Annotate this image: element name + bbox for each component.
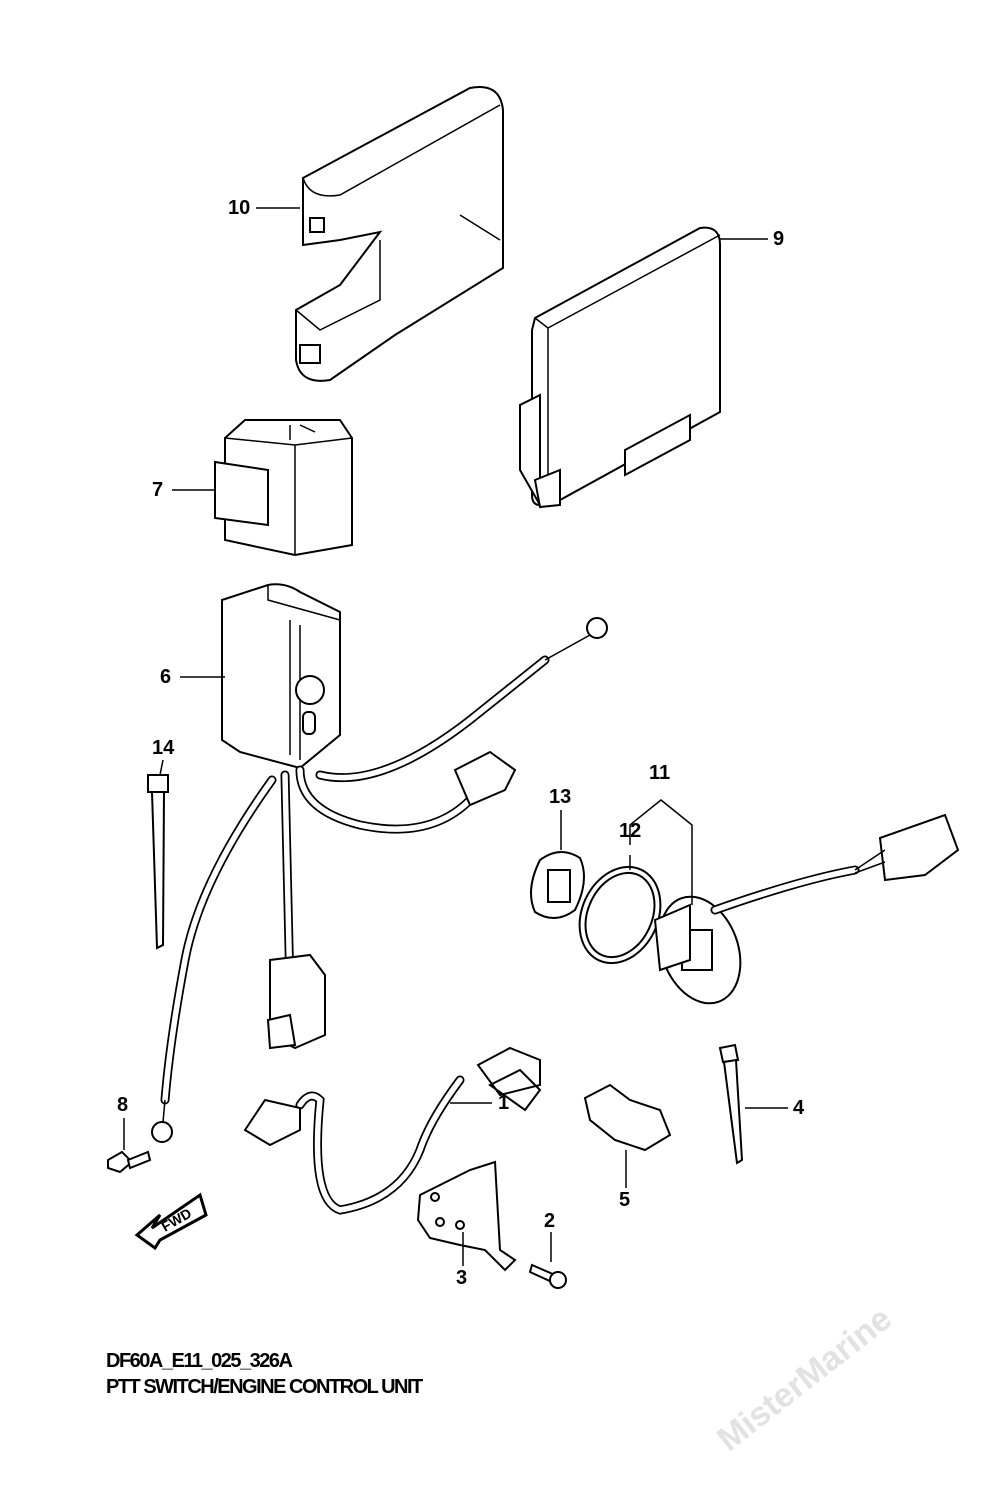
callout-8: 8 — [117, 1094, 129, 1116]
part-11-trim-switch[interactable] — [645, 813, 960, 1015]
callout-11: 11 — [649, 762, 671, 784]
part-12-o-ring[interactable] — [564, 854, 675, 977]
part-2-screw[interactable] — [528, 1263, 567, 1289]
callout-14: 14 — [152, 737, 175, 759]
callout-1: 1 — [498, 1092, 510, 1114]
part-10-cover[interactable] — [295, 86, 504, 382]
part-1-trim-sensor-lead[interactable] — [243, 1046, 542, 1215]
callout-5: 5 — [619, 1189, 631, 1211]
callout-7: 7 — [152, 479, 164, 501]
callout-12: 12 — [619, 820, 642, 842]
part-6-ptt-switch[interactable] — [151, 583, 608, 1143]
part-13-seal[interactable] — [530, 851, 585, 919]
diagram-title: PTT SWITCH/ENGINE CONTROL UNIT — [106, 1376, 423, 1398]
part-14-cable-tie[interactable] — [147, 774, 169, 950]
part-7-relay[interactable] — [214, 419, 353, 557]
fwd-arrow-icon: FWD — [134, 1192, 208, 1251]
callout-9: 9 — [773, 228, 785, 250]
part-5-clip[interactable] — [583, 1083, 672, 1152]
callout-6: 6 — [160, 666, 172, 688]
part-4-cable-tie[interactable] — [718, 1043, 744, 1165]
callout-4: 4 — [793, 1097, 805, 1119]
part-3-bracket[interactable] — [416, 1160, 517, 1272]
callout-10: 10 — [228, 197, 251, 219]
part-8-bolt[interactable] — [107, 1150, 152, 1174]
callout-3: 3 — [456, 1267, 468, 1289]
leader-lines — [123, 207, 788, 1266]
part-9-ecu[interactable] — [519, 226, 721, 509]
diagram-code: DF60A_E11_025_326A — [106, 1350, 293, 1372]
callout-13: 13 — [549, 786, 572, 808]
callout-2: 2 — [544, 1210, 556, 1232]
